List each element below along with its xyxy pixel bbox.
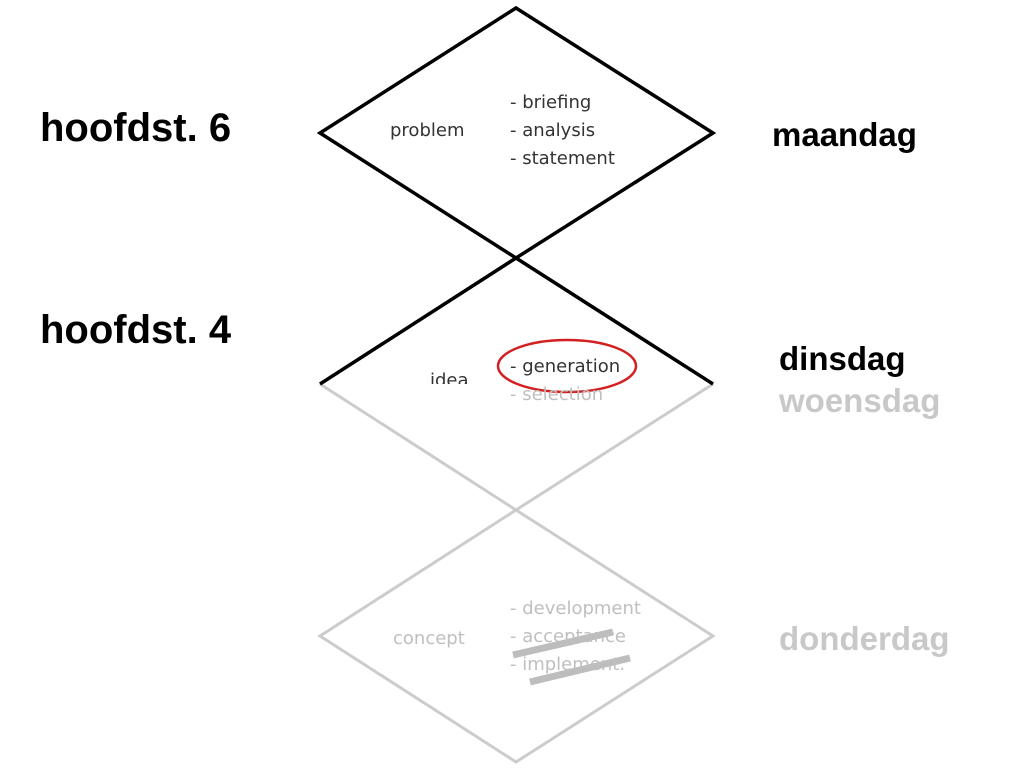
step-selection-clip: - selection (505, 386, 625, 406)
day-label-woensdag: woensdag (779, 382, 941, 419)
phase-label-idea-clip: idea (420, 360, 480, 384)
day-label-maandag: maandag (772, 116, 917, 153)
step-selection: - selection (510, 386, 604, 405)
chapter-label-4: hoofdst. 4 (40, 308, 232, 352)
phase-label-problem: problem (390, 120, 465, 141)
step-analysis: - analysis (510, 120, 596, 141)
idea-diamond-upper (319, 255, 714, 386)
day-label-dinsdag: dinsdag (779, 340, 906, 377)
highlight-circle (496, 338, 638, 394)
phase-label-concept: concept (393, 628, 465, 649)
step-briefing: - briefing (510, 92, 592, 113)
idea-diamond-lower-left (319, 382, 517, 512)
step-statement: - statement (510, 148, 615, 169)
phase-label-idea: idea (430, 370, 469, 384)
strike-mark-acceptance (512, 628, 614, 659)
step-development: - development (510, 598, 641, 619)
step-generation: - generation (510, 356, 621, 377)
step-acceptance: - acceptance (510, 626, 627, 647)
day-label-donderdag: donderdag (779, 620, 950, 657)
strike-mark-implement (529, 654, 631, 686)
concept-diamond (317, 508, 716, 764)
idea-diamond-lower-right (515, 382, 714, 512)
step-implement: - implement. (510, 654, 626, 675)
chapter-label-6: hoofdst. 6 (40, 106, 232, 150)
